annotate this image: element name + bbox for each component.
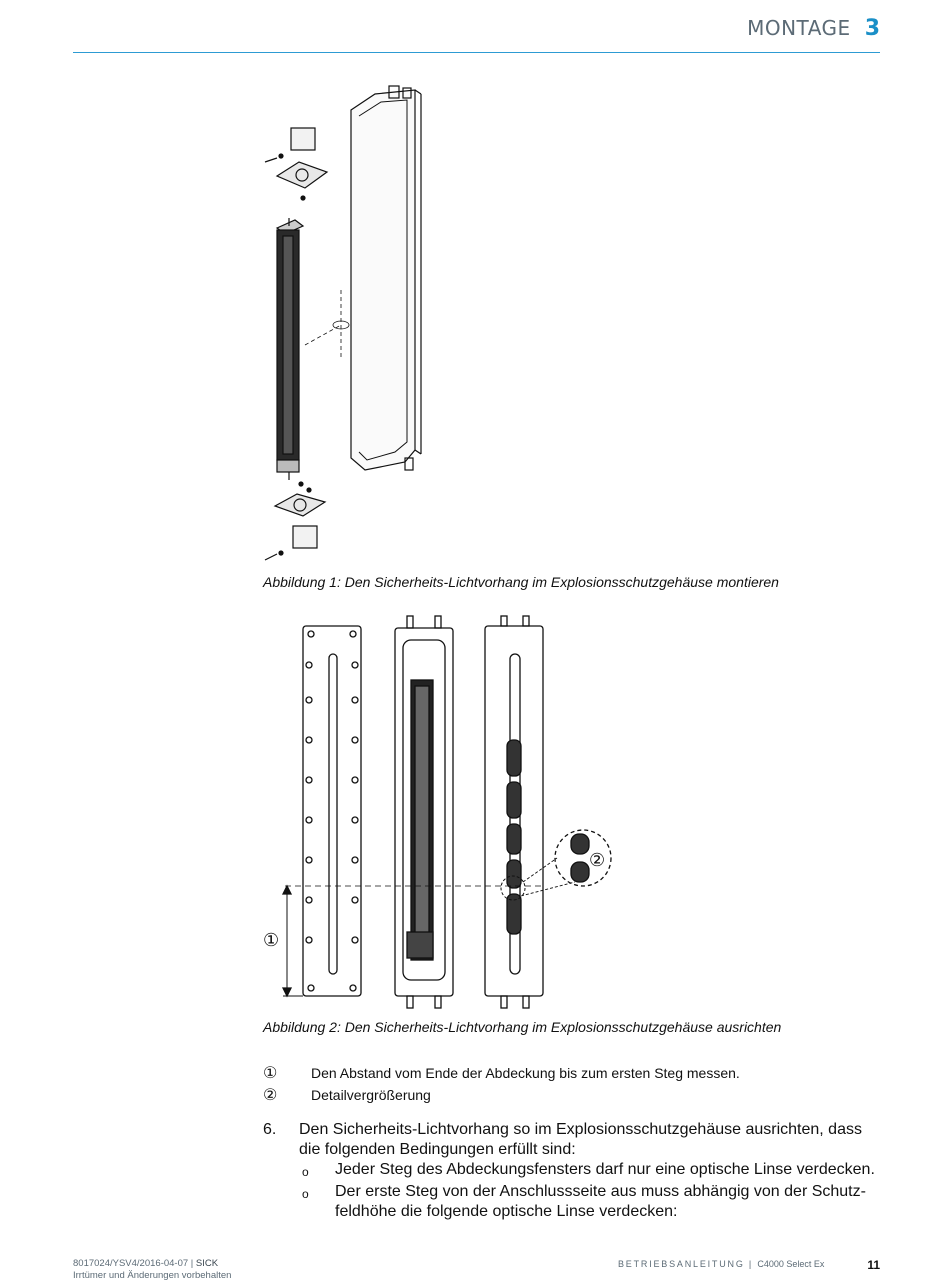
callout-2: ② (589, 850, 605, 871)
header-section-title: MONTAGE (747, 16, 851, 40)
figure-2-illustration: ① ② (255, 610, 625, 1010)
explosion-proof-housing (350, 85, 422, 471)
bullet-marker: o (302, 1187, 309, 1201)
step-text: Den Sicherheits-Lichtvorhang so im Explo… (299, 1121, 862, 1158)
figure-2-caption: Abbildung 2: Den Sicherheits-Lichtvorhan… (263, 1019, 782, 1035)
header-chapter-number: 3 (864, 16, 880, 41)
bottom-bracket (273, 493, 327, 517)
footer-product: C4000 Select Ex (757, 1259, 825, 1269)
bottom-screw (264, 553, 278, 561)
legend-number: ① (263, 1065, 278, 1082)
footer-center: BETRIEBSANLEITUNG | C4000 Select Ex (618, 1259, 825, 1269)
condition-item: o Jeder Steg des Abdeckungsfensters darf… (299, 1160, 883, 1182)
legend-text: Den Abstand vom Ende der Abdeckung bis z… (311, 1065, 740, 1081)
light-curtain (275, 218, 305, 480)
footer-brand: SICK (195, 1258, 219, 1269)
step-number: 6. (263, 1121, 277, 1138)
top-bracket-hole (295, 168, 309, 182)
footer-doc-id: 8017024/YSV4/2016-04-07 (73, 1258, 189, 1269)
top-screw-small (300, 195, 306, 201)
footer-disclaimer: Irrtümer und Änderungen vorbehalten (73, 1270, 232, 1281)
footer-doc-type: BETRIEBSANLEITUNG (618, 1259, 745, 1269)
top-cap-block (290, 127, 316, 151)
legend-item: ① Den Abstand vom Ende der Abdeckung bis… (263, 1062, 740, 1084)
callout-1: ① (263, 930, 279, 951)
page-header: MONTAGE 3 (747, 16, 880, 41)
bullet-marker: o (302, 1165, 309, 1179)
bottom-cap-block (292, 525, 318, 549)
page-number: 11 (867, 1258, 880, 1272)
figure-1-drawing (264, 85, 422, 561)
instruction-step: 6. Den Sicherheits-Lichtvorhang so im Ex… (263, 1120, 883, 1222)
detail-magnification (500, 829, 612, 901)
figure-legend: ① Den Abstand vom Ende der Abdeckung bis… (263, 1062, 740, 1106)
top-screw (264, 157, 278, 163)
assembled-housing (484, 615, 544, 1009)
legend-item: ② Detailvergrößerung (263, 1084, 740, 1106)
condition-list: o Jeder Steg des Abdeckungsfensters darf… (299, 1160, 883, 1222)
figure-1-illustration (255, 80, 435, 570)
legend-text: Detailvergrößerung (311, 1087, 431, 1103)
footer-left: 8017024/YSV4/2016-04-07 | SICK Irrtümer … (73, 1258, 232, 1281)
legend-number: ② (263, 1087, 278, 1104)
figure-1-caption: Abbildung 1: Den Sicherheits-Lichtvorhan… (263, 574, 779, 590)
condition-item: o Der erste Steg von der Anschlussseite … (299, 1182, 883, 1222)
figure-2-drawing: ① ② (263, 615, 612, 1009)
condition-text: Der erste Steg von der Anschlussseite au… (335, 1183, 866, 1220)
top-bracket (275, 161, 329, 189)
housing-with-curtain (394, 615, 454, 1009)
condition-text: Jeder Steg des Abdeckungsfensters darf n… (335, 1161, 875, 1178)
cover-panel (302, 625, 362, 997)
dimension-arrow (281, 884, 303, 998)
header-rule (73, 52, 880, 53)
